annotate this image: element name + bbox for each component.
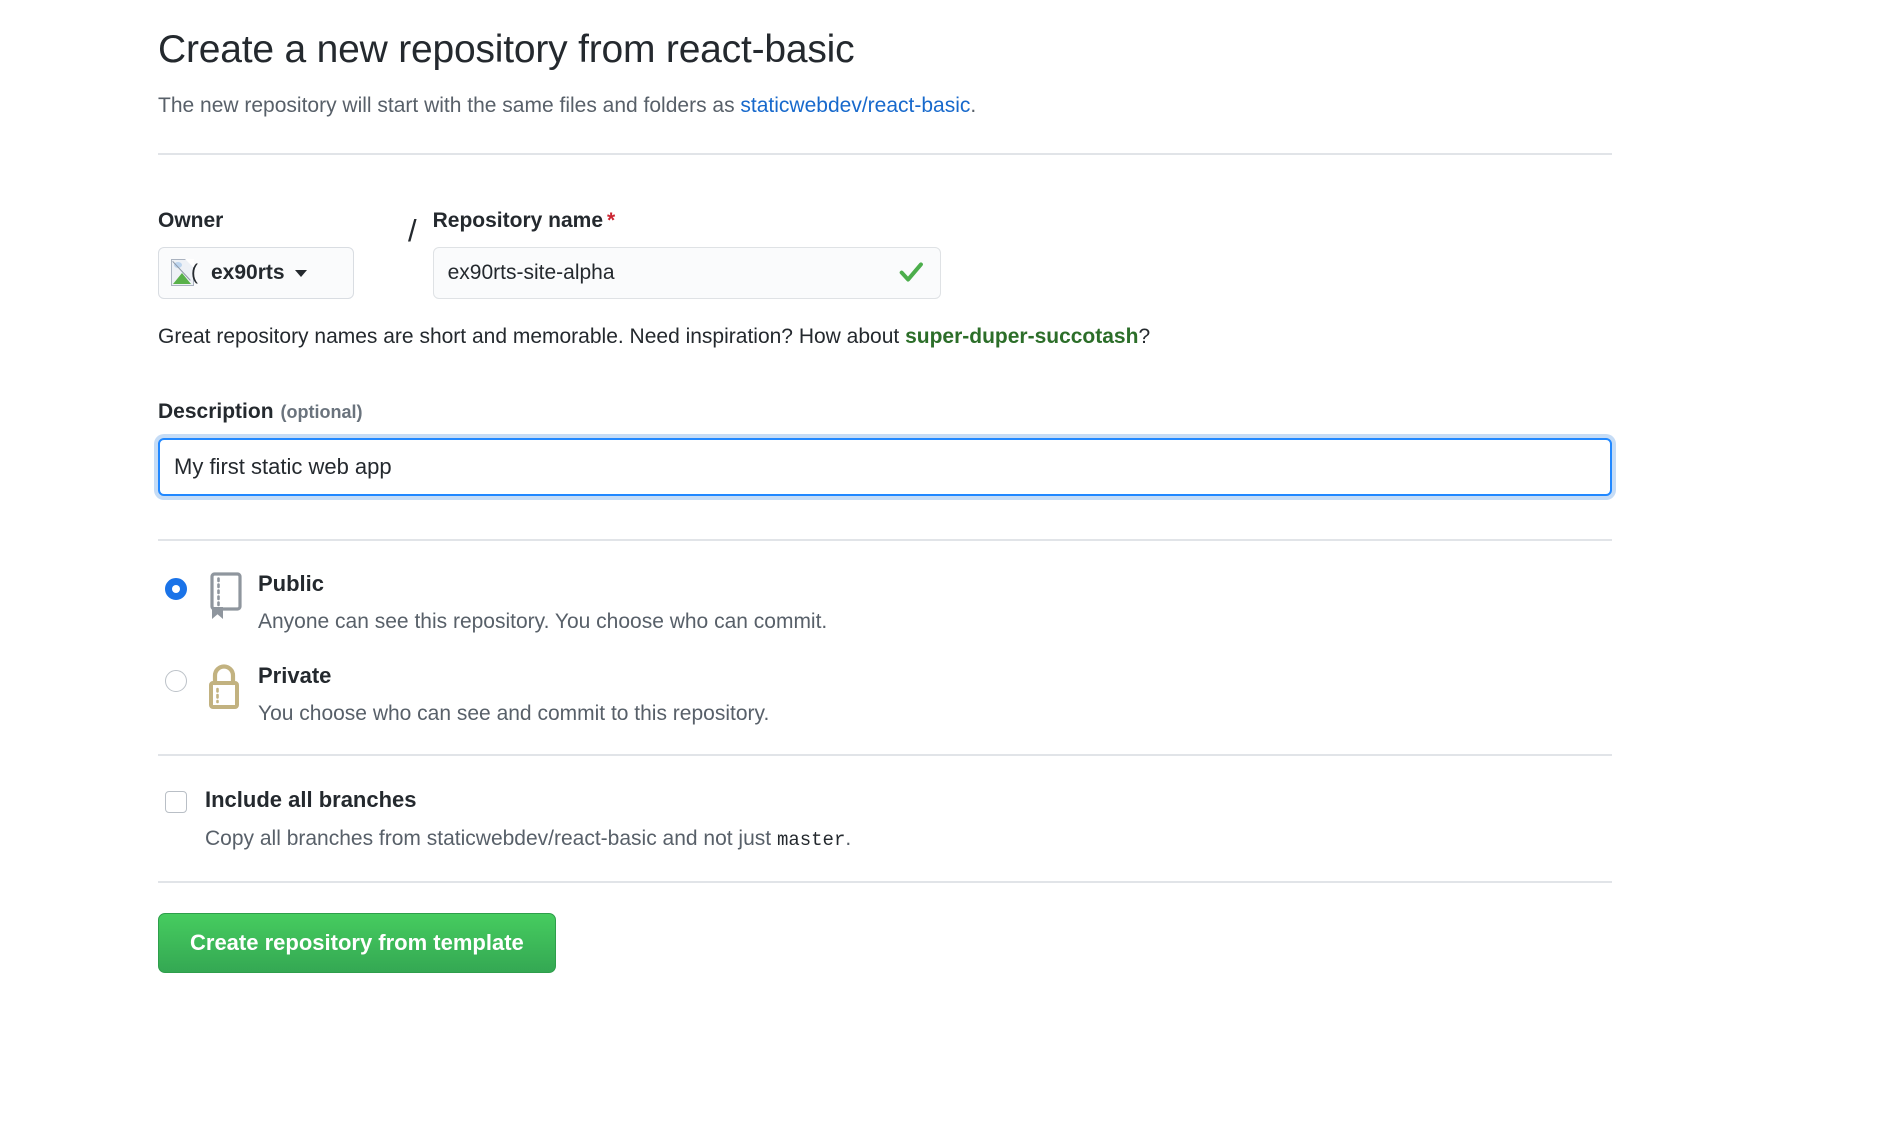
include-branches-desc-suffix: . [845, 826, 852, 850]
divider-branches [158, 881, 1612, 884]
path-separator: / [408, 213, 417, 249]
repository-name-label: Repository name* [433, 207, 1612, 234]
page-title: Create a new repository from react-basic [158, 28, 855, 71]
include-branches-field[interactable]: Include all branches Copy all branches f… [158, 786, 1612, 854]
include-branches-desc-prefix: Copy all branches from staticwebdev/reac… [205, 826, 777, 850]
radio-public[interactable] [165, 578, 187, 601]
hint-prefix-text: Great repository names are short and mem… [158, 325, 906, 349]
repository-name-input-wrap [432, 247, 941, 300]
subtitle-prefix-text: The new repository will start with the s… [158, 93, 741, 117]
visibility-public-description: Anyone can see this repository. You choo… [258, 609, 828, 633]
description-label: Description (optional) [158, 398, 1612, 425]
radio-private[interactable] [165, 670, 187, 693]
include-branches-title: Include all branches [205, 787, 417, 813]
subtitle-suffix-text: . [970, 93, 977, 117]
broken-image-icon: ( [171, 259, 198, 287]
page-subtitle: The new repository will start with the s… [158, 91, 1612, 120]
divider-header [158, 153, 1612, 156]
owner-and-name-row: Owner ( ex90rts / Repository nam [158, 207, 1612, 300]
hint-suffix-text: ? [1138, 325, 1151, 349]
owner-dropdown[interactable]: ( ex90rts [158, 247, 354, 300]
repository-name-hint: Great repository names are short and mem… [158, 322, 1612, 352]
description-input[interactable] [158, 438, 1612, 497]
repository-name-label-text: Repository name [432, 209, 604, 233]
create-repository-button[interactable]: Create repository from template [158, 913, 556, 974]
include-branches-text: Include all branches Copy all branches f… [205, 786, 851, 854]
visibility-option-public[interactable]: Public Anyone can see this repository. Y… [158, 569, 1612, 637]
visibility-public-title: Public [258, 571, 325, 597]
repo-book-icon [204, 569, 248, 626]
owner-name-label: ex90rts [211, 261, 285, 285]
repository-name-input[interactable] [432, 247, 941, 300]
include-branches-checkbox[interactable] [165, 791, 187, 814]
required-asterisk: * [607, 209, 616, 233]
default-branch-code: master [776, 828, 846, 851]
visibility-public-text: Public Anyone can see this repository. Y… [258, 569, 1612, 637]
owner-field: Owner ( ex90rts [158, 207, 392, 300]
template-source-link[interactable]: staticwebdev/react-basic [740, 93, 971, 117]
divider-visibility [158, 754, 1612, 757]
lock-icon [204, 661, 248, 718]
description-label-text: Description [158, 399, 274, 423]
visibility-group: Public Anyone can see this repository. Y… [158, 569, 1612, 729]
include-branches-description: Copy all branches from staticwebdev/reac… [205, 824, 851, 855]
chevron-down-icon [294, 269, 307, 277]
divider-description [158, 539, 1612, 542]
visibility-private-description: You choose who can see and commit to thi… [258, 701, 770, 725]
form-container: Create a new repository from react-basic… [158, 0, 1612, 974]
description-optional-label: (optional) [280, 401, 363, 422]
suggested-name-link[interactable]: super-duper-succotash [905, 325, 1139, 349]
owner-label: Owner [158, 209, 224, 233]
repository-name-field: Repository name* [432, 207, 1612, 300]
visibility-private-text: Private You choose who can see and commi… [258, 661, 1612, 729]
description-field: Description (optional) [158, 398, 1612, 497]
visibility-option-private[interactable]: Private You choose who can see and commi… [158, 661, 1612, 729]
visibility-private-title: Private [258, 663, 332, 689]
